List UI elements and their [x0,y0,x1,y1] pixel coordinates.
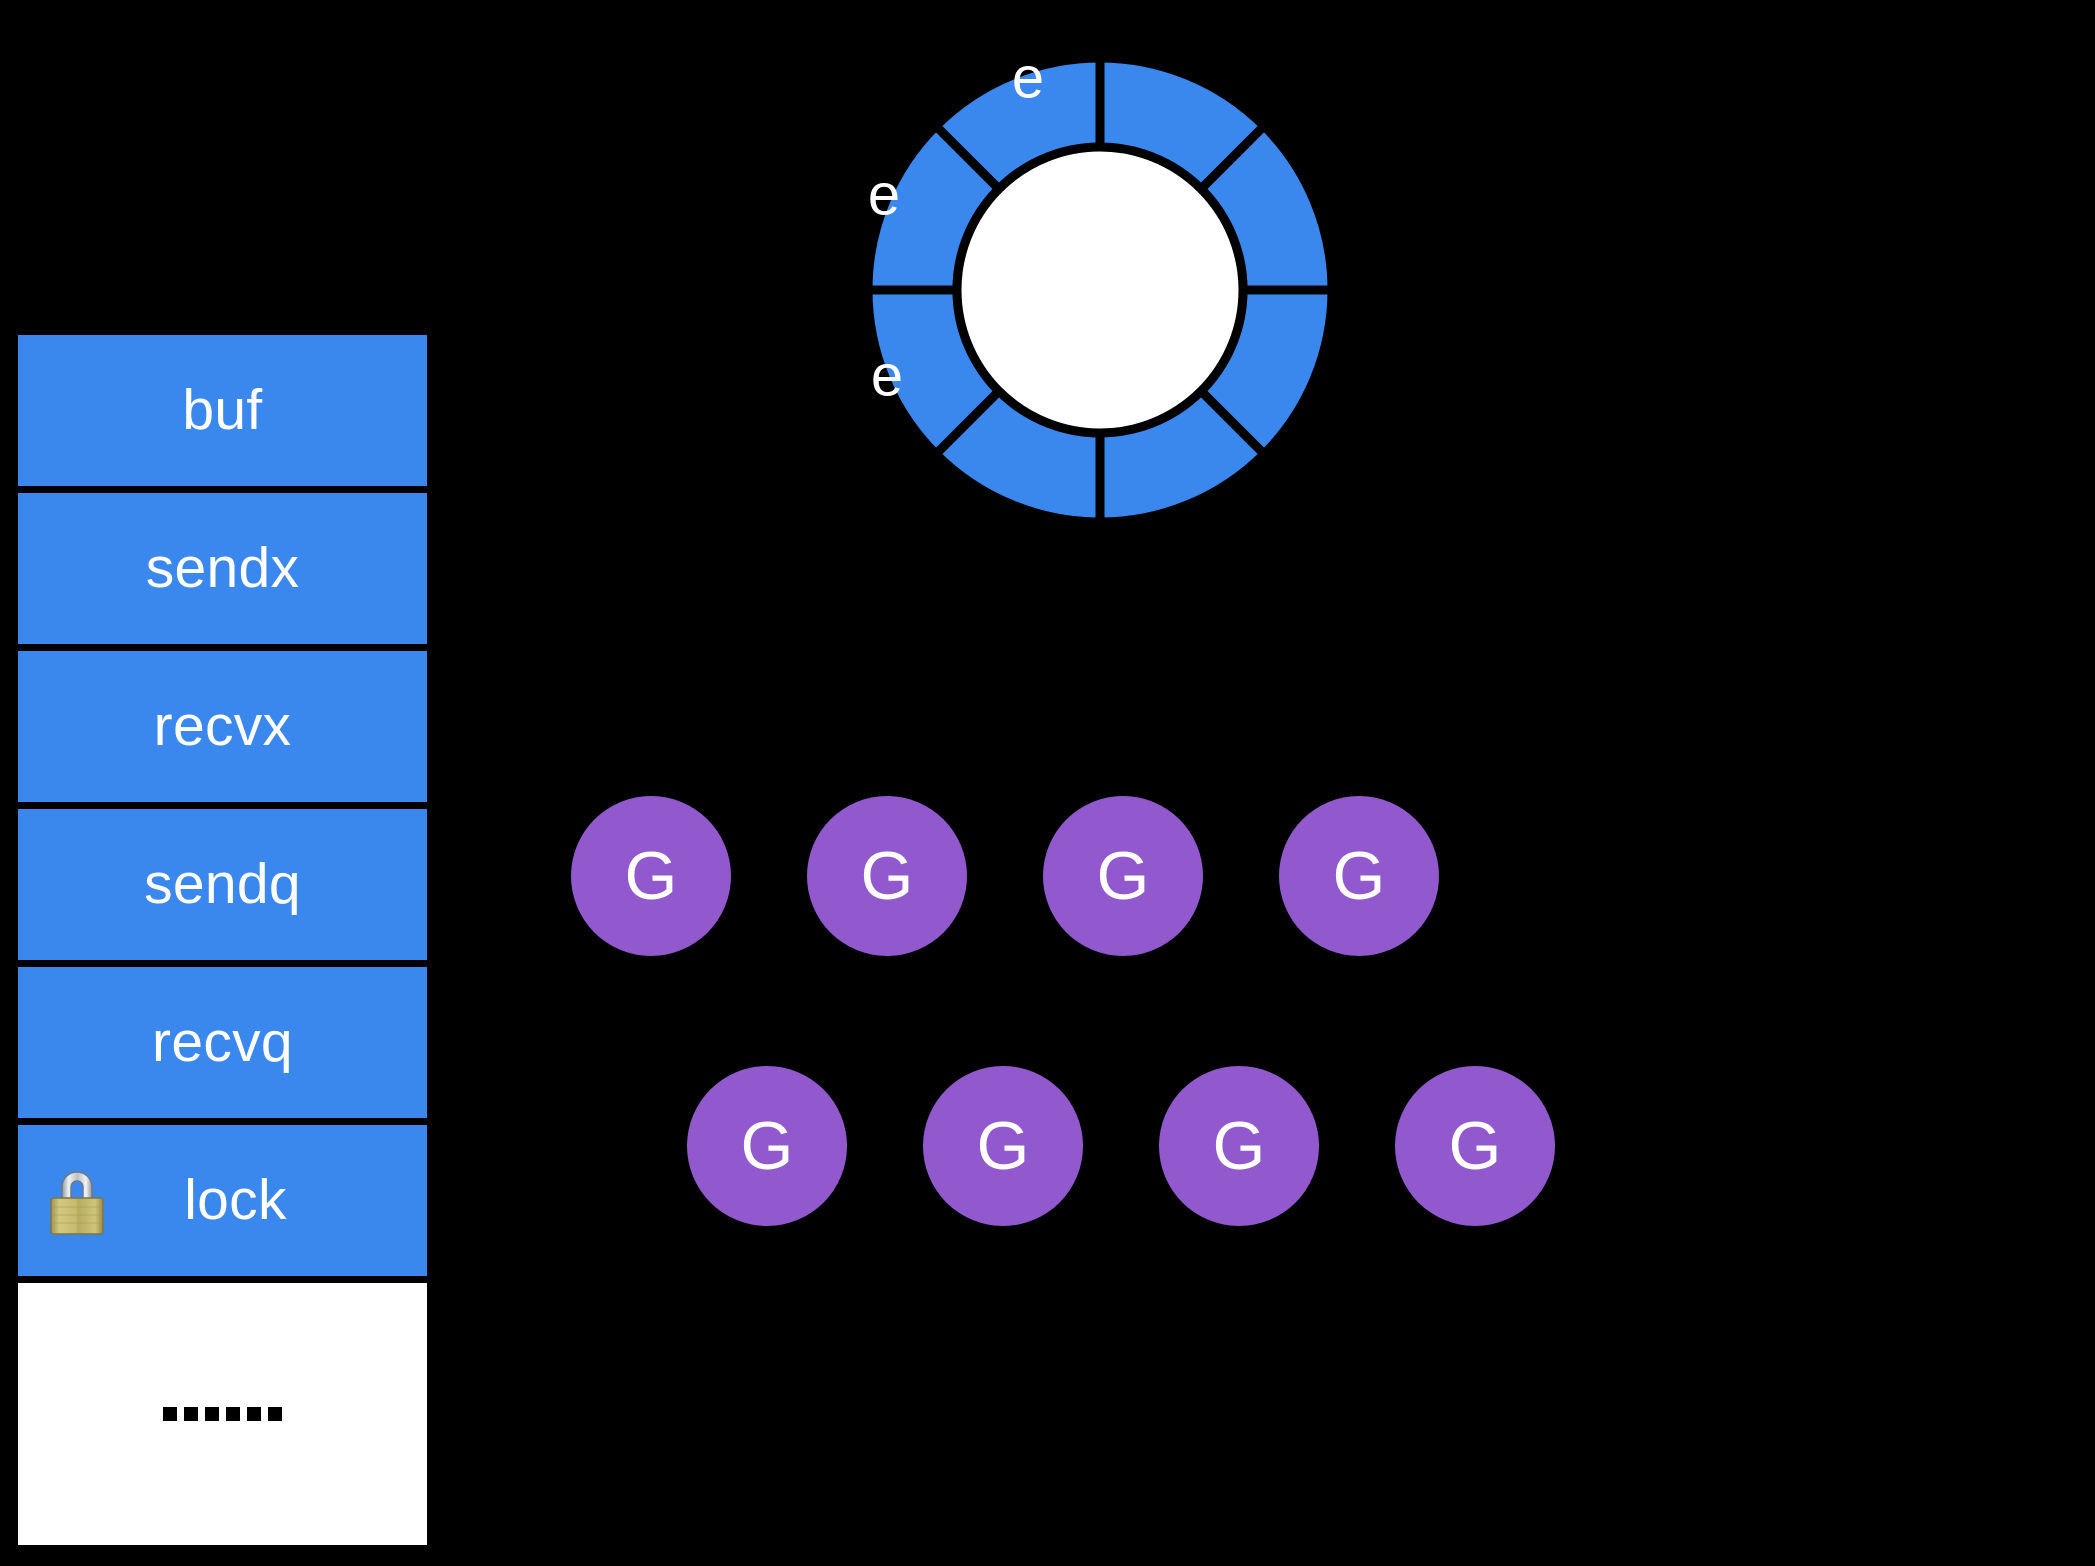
ring-element-label: e [868,163,900,228]
struct-row-ellipsis[interactable] [18,1283,427,1545]
ring-element-label: e [871,344,903,409]
goroutine-circle[interactable]: G [807,796,967,956]
goroutine-circle[interactable]: G [923,1066,1083,1226]
field-label-sendx: sendx [145,536,300,600]
struct-row[interactable]: buf [18,335,427,493]
field-label-sendq: sendq [144,852,301,916]
ring-buffer-hub [952,142,1248,438]
field-label-recvq: recvq [152,1010,293,1074]
struct-row[interactable]: sendx [18,493,427,651]
goroutine-label: G [1448,1108,1502,1184]
lock-icon [42,1165,112,1237]
ellipsis-indicator [163,1407,282,1421]
ring-buffer-donut: e e e [800,0,1400,590]
field-label-lock: lock [184,1168,287,1232]
goroutine-circle[interactable]: G [687,1066,847,1226]
goroutine-label: G [1212,1108,1266,1184]
goroutine-circle[interactable]: G [1159,1066,1319,1226]
goroutine-label: G [1096,838,1150,914]
goroutine-label: G [740,1108,794,1184]
ring-element-label: e [1012,46,1044,111]
goroutine-label: G [624,838,678,914]
goroutine-circle[interactable]: G [1395,1066,1555,1226]
field-label-recvx: recvx [153,694,292,758]
goroutine-label: G [860,838,914,914]
goroutine-label: G [976,1108,1030,1184]
struct-row[interactable]: recvq [18,967,427,1125]
struct-row[interactable]: sendq [18,809,427,967]
struct-row[interactable]: recvx [18,651,427,809]
goroutine-circle[interactable]: G [1279,796,1439,956]
goroutine-label: G [1332,838,1386,914]
goroutine-circle[interactable]: G [1043,796,1203,956]
struct-row[interactable]: lock [18,1125,427,1283]
sendq-goroutine-row: G G G G [571,796,1439,956]
recvq-goroutine-row: G G G G [687,1066,1555,1226]
hchan-struct-table: buf sendx recvx sendq recvq [13,330,432,1550]
field-label-buf: buf [182,378,263,442]
goroutine-circle[interactable]: G [571,796,731,956]
